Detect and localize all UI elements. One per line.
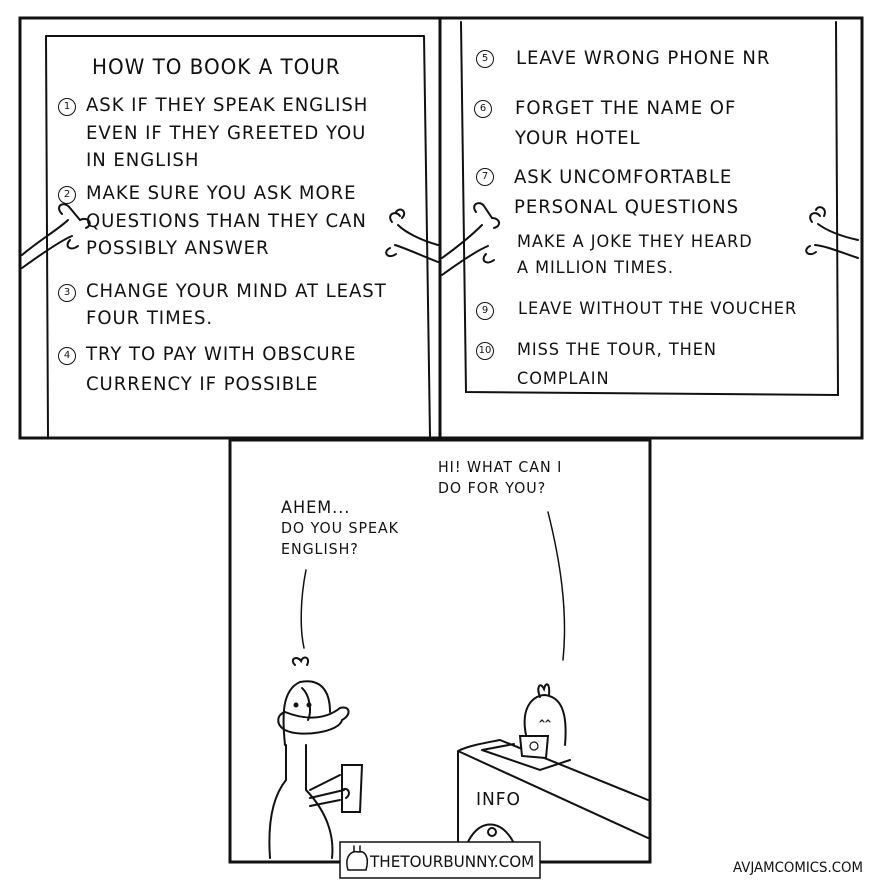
item-number: 4 [58,347,76,365]
item-number: 2 [58,186,76,204]
item-number: 5 [476,50,494,68]
item-line: COMPLAIN [517,369,610,389]
item-line: LEAVE WITHOUT THE VOUCHER [518,299,798,319]
paper-sheet-right [460,21,840,397]
item-line: MISS THE TOUR, THEN [517,340,717,360]
hand-left-2 [441,202,500,276]
site-badge-link[interactable]: THETOURBUNNY.COM [370,852,535,871]
item-number: 9 [476,302,494,320]
item-line: MAKE A JOKE THEY HEARD [517,232,753,252]
item-number: 3 [58,284,76,302]
hand-left-1 [21,203,91,269]
item-line: EVEN IF THEY GREETED YOU [86,122,367,144]
item-line: LEAVE WRONG PHONE NR [516,47,771,69]
panel-1-title: HOW TO BOOK A TOUR [92,55,341,79]
item-line: PERSONAL QUESTIONS [514,196,740,218]
hand-right-2 [805,206,859,259]
item-line: MAKE SURE YOU ASK MORE [86,182,357,204]
credit-link[interactable]: AVJAMCOMICS.COM [733,860,863,876]
speech-line: DO YOU SPEAK [281,519,399,537]
item-number: 10 [476,342,494,360]
item-line: ASK IF THEY SPEAK ENGLISH [86,94,369,116]
speech-line: ENGLISH? [281,540,359,558]
item-number: 7 [476,168,494,186]
item-line: TRY TO PAY WITH OBSCURE [86,343,357,365]
item-line: A MILLION TIMES. [517,258,674,278]
item-number: 1 [58,98,76,116]
panel-2-frame [438,16,864,440]
peace-icon [529,741,539,751]
item-line: IN ENGLISH [86,149,200,171]
item-line: CHANGE YOUR MIND AT LEAST [86,280,387,302]
speech-tail-right [547,511,566,661]
hand-right-1 [385,208,439,263]
bunny-character [518,683,567,760]
item-line: YOUR HOTEL [515,127,641,149]
item-line: QUESTIONS THAN THEY CAN [86,210,367,232]
site-badge-frame [339,841,541,879]
item-line: ASK UNCOMFORTABLE [514,166,733,188]
item-line: FORGET THE NAME OF [515,97,737,119]
desk-label: INFO [476,789,521,810]
speech-line: AHEM... [281,498,351,518]
speech-line: HI! WHAT CAN I [438,458,563,476]
item-line: POSSIBLY ANSWER [86,237,270,259]
speech-tail-left [300,569,307,649]
item-number: 6 [474,100,492,118]
tourist-character [268,656,364,859]
speech-line: DO FOR YOU? [438,479,547,497]
item-line: CURRENCY IF POSSIBLE [86,373,319,395]
bunny-logo-icon [346,845,369,871]
item-line: FOUR TIMES. [86,307,214,329]
